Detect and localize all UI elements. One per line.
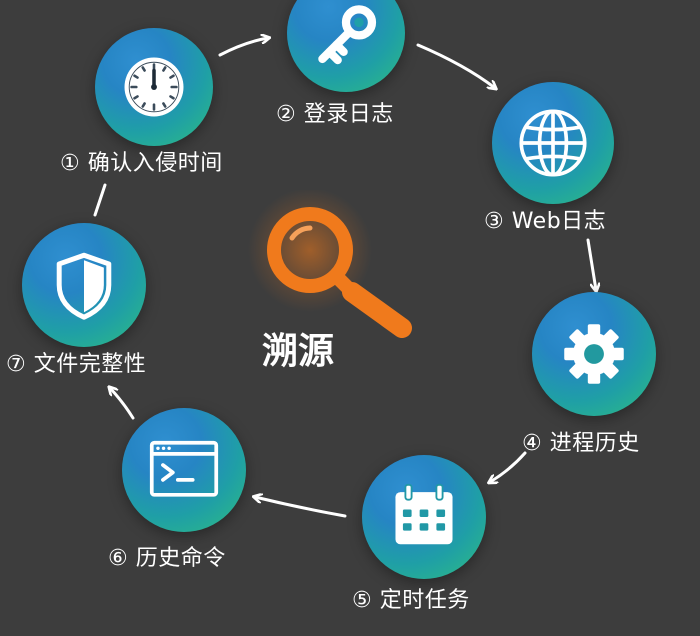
step-2-label: ② 登录日志 [276,102,394,127]
step-3-node [492,82,614,204]
step-7-label: ⑦ 文件完整性 [6,352,147,377]
step-6-node [122,408,246,532]
step-4-label: ④ 进程历史 [522,431,640,456]
step-3-label: ③ Web日志 [484,209,607,234]
step-2-node [287,0,405,92]
calendar-icon [395,483,453,545]
step-5-label: ⑤ 定时任务 [352,588,470,613]
step-6-label: ⑥ 历史命令 [108,546,226,571]
step-1-label: ① 确认入侵时间 [60,151,223,176]
center-title: 溯源 [262,331,335,372]
arrow-6-to-7 [110,388,135,420]
step-1-node [95,28,213,146]
arrow-7-to-1 [93,183,107,217]
arrow-2-to-3 [416,43,495,88]
step-7-node [22,223,146,347]
arrow-5-to-6 [255,497,347,518]
key-icon [318,5,377,65]
clock-icon [124,57,184,117]
shield-icon [56,252,112,320]
arrow-4-to-5 [490,451,527,482]
terminal-icon [149,440,219,497]
magnifier-icon [248,190,412,338]
globe-icon [519,109,587,177]
gear-icon [564,324,624,384]
step-4-node [532,292,656,416]
arrow-1-to-2 [218,38,268,57]
arrow-3-to-4 [586,238,596,290]
step-5-node [362,455,486,579]
